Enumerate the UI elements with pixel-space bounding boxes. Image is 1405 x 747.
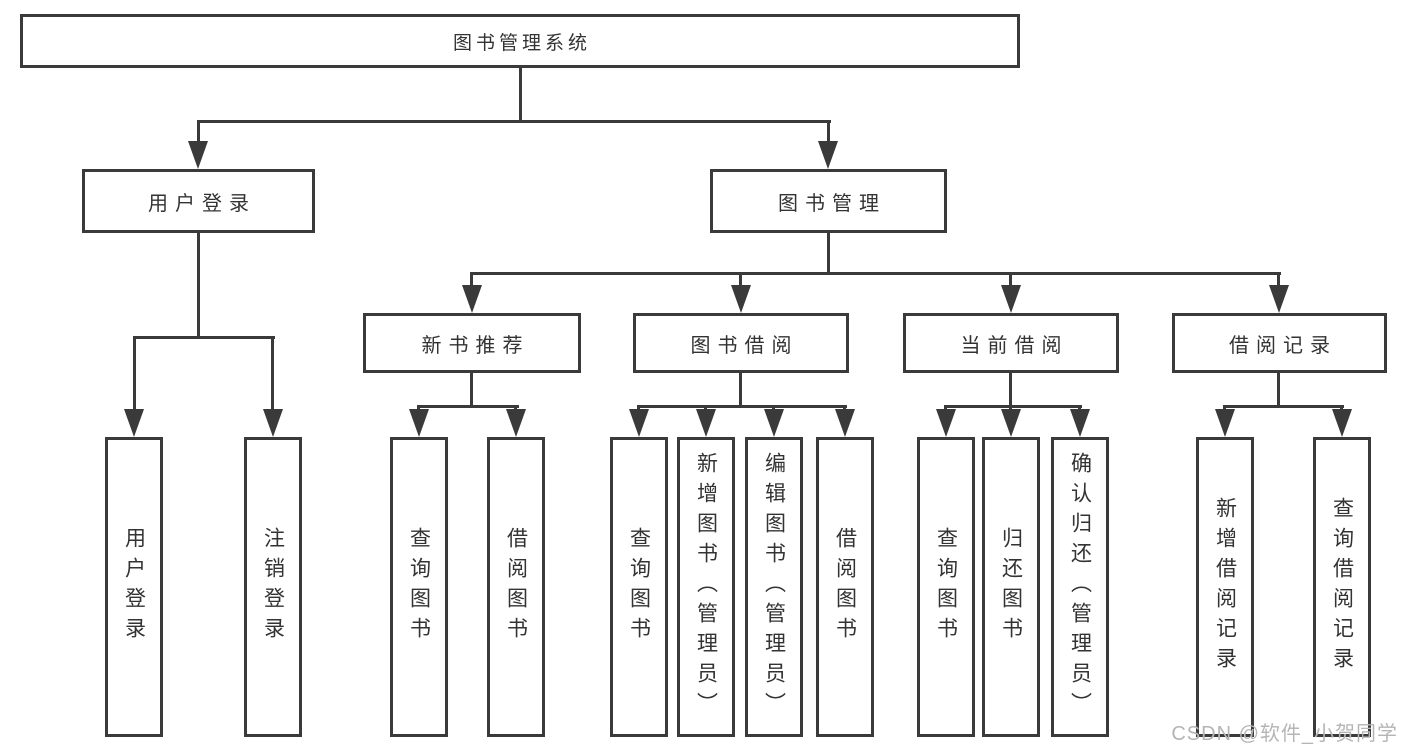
arrow-down-icon xyxy=(1269,285,1289,313)
node-user-login: 用户登录 xyxy=(82,169,315,233)
leaf-label: 用户登录 xyxy=(122,527,146,647)
leaf-label: 新增借阅记录 xyxy=(1213,497,1237,677)
leaf-logout: 注销登录 xyxy=(244,437,302,737)
leaf-add-borrow-record: 新增借阅记录 xyxy=(1196,437,1254,737)
connector-line xyxy=(1009,272,1012,288)
arrow-down-icon xyxy=(629,409,649,437)
node-root-label: 图书管理系统 xyxy=(452,32,591,54)
arrow-down-icon xyxy=(124,409,144,437)
node-current-borrow-label: 当前借阅 xyxy=(960,334,1069,357)
arrow-down-icon xyxy=(936,409,956,437)
connector-line xyxy=(739,272,742,288)
connector-line xyxy=(519,68,522,120)
arrow-down-icon xyxy=(818,141,838,169)
leaf-label: 查询图书 xyxy=(407,527,431,647)
node-book-borrow: 图书借阅 xyxy=(633,313,849,373)
leaf-add-books-admin: 新增图书（管理员） xyxy=(677,437,735,737)
connector-line xyxy=(470,272,473,288)
csdn-watermark: CSDN @软件_小贺同学 xyxy=(1171,723,1398,745)
leaf-label: 确认归还（管理员） xyxy=(1068,452,1092,722)
connector-line xyxy=(197,120,831,123)
connector-line xyxy=(944,405,1082,408)
leaf-return-books: 归还图书 xyxy=(982,437,1040,737)
leaf-label: 归还图书 xyxy=(999,527,1023,647)
connector-line xyxy=(1223,405,1344,408)
connector-line xyxy=(197,232,200,336)
leaf-label: 查询借阅记录 xyxy=(1330,497,1354,677)
arrow-down-icon xyxy=(1001,285,1021,313)
leaf-query-books: 查询图书 xyxy=(917,437,975,737)
arrow-down-icon xyxy=(696,409,716,437)
leaf-label: 借阅图书 xyxy=(833,527,857,647)
arrow-down-icon xyxy=(1070,409,1090,437)
arrow-down-icon xyxy=(263,409,283,437)
arrow-down-icon xyxy=(462,285,482,313)
arrow-down-icon xyxy=(506,409,526,437)
node-new-book-recommend: 新书推荐 xyxy=(363,313,581,373)
connector-line xyxy=(133,336,275,339)
arrow-down-icon xyxy=(409,409,429,437)
leaf-label: 新增图书（管理员） xyxy=(694,452,718,722)
arrow-down-icon xyxy=(188,141,208,169)
leaf-confirm-return-admin: 确认归还（管理员） xyxy=(1051,437,1109,737)
connector-line xyxy=(470,371,473,405)
node-book-borrow-label: 图书借阅 xyxy=(690,334,799,357)
node-root: 图书管理系统 xyxy=(20,14,1020,68)
node-book-management: 图书管理 xyxy=(710,169,947,233)
leaf-user-login: 用户登录 xyxy=(105,437,163,737)
node-current-borrow: 当前借阅 xyxy=(903,313,1119,373)
connector-line xyxy=(470,272,1281,275)
connector-line xyxy=(827,120,830,145)
leaf-query-books: 查询图书 xyxy=(610,437,668,737)
connector-line xyxy=(271,336,274,412)
connector-line xyxy=(827,232,830,272)
node-user-login-label: 用户登录 xyxy=(148,192,256,215)
connector-line xyxy=(739,371,742,405)
connector-line xyxy=(133,336,136,412)
leaf-label: 查询图书 xyxy=(627,527,651,647)
node-borrow-record: 借阅记录 xyxy=(1172,313,1387,373)
connector-line xyxy=(417,405,519,408)
node-new-book-recommend-label: 新书推荐 xyxy=(421,334,530,357)
leaf-borrow-books: 借阅图书 xyxy=(487,437,545,737)
leaf-borrow-books: 借阅图书 xyxy=(816,437,874,737)
node-borrow-record-label: 借阅记录 xyxy=(1229,334,1337,357)
connector-line xyxy=(1009,371,1012,405)
leaf-label: 注销登录 xyxy=(261,527,285,647)
arrow-down-icon xyxy=(835,409,855,437)
arrow-down-icon xyxy=(1215,409,1235,437)
leaf-label: 借阅图书 xyxy=(504,527,528,647)
node-book-management-label: 图书管理 xyxy=(778,192,886,215)
arrow-down-icon xyxy=(1001,409,1021,437)
leaf-label: 编辑图书（管理员） xyxy=(762,452,786,722)
arrow-down-icon xyxy=(764,409,784,437)
arrow-down-icon xyxy=(731,285,751,313)
leaf-label: 查询图书 xyxy=(934,527,958,647)
connector-line xyxy=(1277,272,1280,288)
connector-line xyxy=(197,120,200,145)
leaf-query-borrow-record: 查询借阅记录 xyxy=(1313,437,1371,737)
leaf-query-books: 查询图书 xyxy=(390,437,448,737)
leaf-edit-books-admin: 编辑图书（管理员） xyxy=(745,437,803,737)
connector-line xyxy=(637,405,847,408)
arrow-down-icon xyxy=(1332,409,1352,437)
connector-line xyxy=(1277,371,1280,405)
